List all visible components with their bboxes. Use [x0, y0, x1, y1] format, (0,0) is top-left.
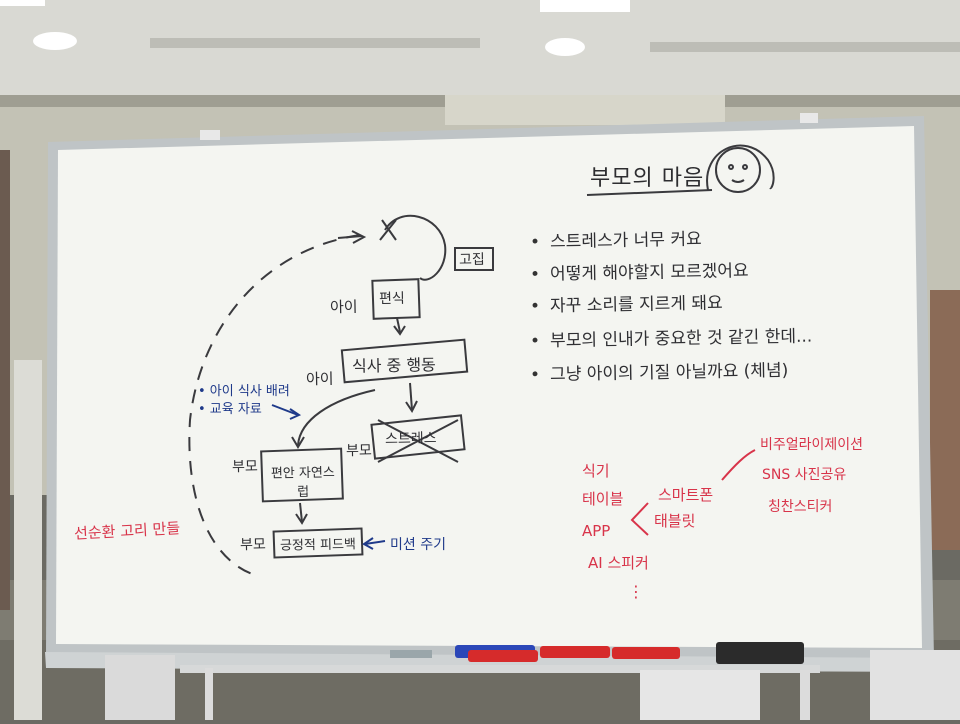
diagram-label-parent: 부모: [239, 536, 266, 554]
concern-item: 부모의 인내가 중요한 것 같긴 한데...: [530, 322, 813, 352]
red-note-visual: 비주얼라이제이션: [760, 437, 864, 453]
diagram-label-child: 아이: [329, 297, 358, 317]
concern-item: 자꾸 소리를 지르게 돼요: [530, 288, 723, 316]
diagram-label-fixed: 고집: [458, 251, 485, 269]
red-note-device: 식기: [582, 462, 610, 480]
red-note-device: AI 스피커: [588, 554, 649, 572]
blue-note-interest: • 아이 식사 배려: [198, 384, 290, 399]
diagram-label-child: 아이: [305, 369, 334, 389]
diagram-label-meal: 식사 중 행동: [351, 355, 436, 376]
red-note-visual: SNS 사진공유: [762, 467, 847, 483]
diagram-label-parent: 부모: [345, 442, 372, 460]
red-note-device: APP: [582, 522, 611, 540]
diagram-label-feedback: 긍정적 피드백: [279, 537, 357, 554]
diagram-label-stress: 스트레스: [384, 430, 437, 448]
blue-note-mission: 미션 주기: [390, 537, 446, 553]
red-note-ellipsis: ⋮: [628, 582, 644, 601]
red-note-device: 테이블: [582, 490, 624, 508]
diagram-label-relax: 편안 자연스럽: [270, 465, 335, 501]
red-note-visual: 칭찬스티커: [768, 499, 833, 515]
cycle-loop: [384, 214, 447, 281]
red-note-smart: 태블릿: [654, 512, 696, 530]
diagram-label-picky: 편식: [378, 290, 405, 308]
blue-note-education: • 교육 자료: [198, 402, 262, 417]
cross-mark: [379, 219, 397, 241]
face-doodle-icon: [706, 144, 775, 193]
concern-item: 어떻게 해야할지 모르겠어요: [530, 256, 749, 285]
diagram-label-parent: 부모: [231, 458, 258, 476]
board-title: 부모의 마음: [590, 166, 705, 191]
concern-item: 그냥 아이의 기질 아닐까요 (체념): [530, 356, 789, 386]
concern-item: 스트레스가 너무 커요: [530, 225, 702, 253]
red-note-smart: 스마트폰: [658, 486, 714, 504]
